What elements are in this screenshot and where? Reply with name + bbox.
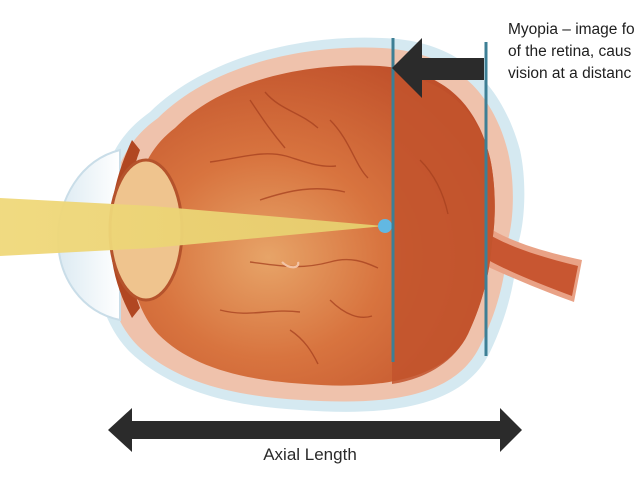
caption-line-2: of the retina, caus: [508, 43, 632, 60]
shift-arrow: [392, 38, 484, 98]
vessel-highlight: [281, 261, 300, 269]
axial-length-arrow: [108, 408, 522, 452]
caption-line-1: Myopia – image fo: [508, 21, 635, 38]
optic-nerve-core: [488, 234, 578, 296]
caption: Myopia – image fo of the retina, caus vi…: [508, 19, 635, 85]
posterior-segment: [392, 72, 495, 384]
focus-point: [378, 219, 392, 233]
retinal-vessels: [209, 91, 449, 365]
caption-line-3: vision at a distanc: [508, 65, 632, 82]
light-beam: [0, 198, 384, 256]
axial-length-label: Axial Length: [263, 445, 357, 464]
